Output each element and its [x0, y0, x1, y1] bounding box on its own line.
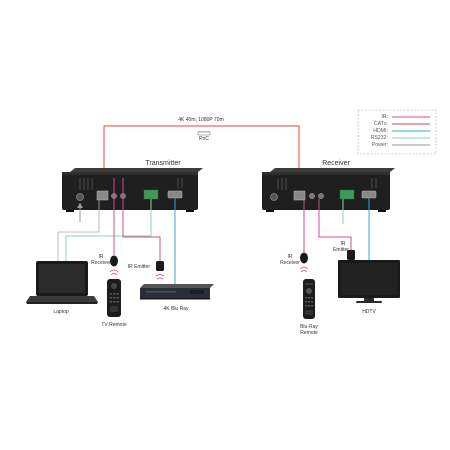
legend-item-catx: CATx:	[374, 121, 430, 127]
legend-item-rs232: RS232:	[371, 135, 430, 141]
poc-plug-icon	[197, 131, 211, 136]
tx-rs232-port	[143, 189, 159, 200]
catx-cable	[103, 125, 300, 174]
transmitter-title: Transmitter	[145, 160, 181, 167]
tx-rs232-cable	[65, 199, 152, 262]
bluray-remote-label: Blu-Ray	[300, 324, 318, 330]
rx-ir-emitter-cable	[318, 199, 352, 250]
hdtv-icon	[338, 260, 400, 303]
tv-remote-label: TV Remote	[101, 322, 127, 328]
rx-ir-in-port	[309, 193, 315, 199]
tx-ir-receiver-label: IR	[99, 254, 104, 260]
receiver-title: Receiver	[322, 160, 350, 167]
rx-ir-emitter-label-2: Emitter	[333, 247, 349, 253]
tx-ir-receiver-label-2: Receiver	[91, 260, 111, 266]
tx-hdmi-port	[167, 190, 183, 199]
laptop-label: Laptop	[53, 309, 69, 315]
legend-item-hdmi: HDMI:	[373, 128, 430, 134]
tx-ir-emitter-label: IR Emitter	[128, 264, 151, 270]
tx-rj45-port	[96, 190, 109, 201]
tx-ir-receiver-icon	[109, 255, 119, 276]
rx-rj45-port	[293, 190, 306, 201]
transmitter-unit	[62, 168, 203, 212]
rx-ir-receiver-label-2: Receiver	[280, 260, 300, 266]
hdtv-label: HDTV	[362, 309, 376, 315]
rx-ir-out-port	[318, 193, 324, 199]
receiver-unit	[262, 168, 395, 212]
cable-spec-label: 4K 40m, 1080P 70m	[178, 117, 224, 123]
svg-text:Power:: Power:	[372, 142, 388, 148]
bluray-remote-icon	[303, 279, 315, 319]
rx-ir-receiver-icon	[299, 252, 309, 273]
rx-hdmi-port	[361, 190, 377, 199]
legend-item-power: Power:	[372, 142, 430, 148]
bluray-remote-label-2: Remote	[300, 330, 318, 336]
rx-ir-receiver-label: IR	[288, 254, 293, 260]
legend: IR: CATx: HDMI: RS232: Power:	[357, 109, 437, 155]
tx-lan-cable	[57, 200, 100, 262]
tx-power-cable	[77, 203, 83, 222]
tx-power-port	[76, 193, 84, 201]
svg-text:CATx:: CATx:	[374, 121, 388, 127]
svg-text:RS232:: RS232:	[371, 135, 388, 141]
bluray-player-icon	[140, 284, 214, 300]
tv-remote-icon	[107, 279, 121, 317]
laptop-icon	[26, 261, 98, 304]
svg-text:HDMI:: HDMI:	[373, 128, 388, 134]
bluray-player-label: 4K Blu Ray	[163, 306, 189, 312]
poc-label: PoC	[199, 136, 209, 142]
legend-item-ir: IR:	[381, 114, 430, 120]
rx-power-port	[270, 193, 278, 201]
tx-ir-emitter-icon	[155, 261, 165, 280]
rx-rs232-port	[339, 189, 355, 200]
svg-text:IR:: IR:	[381, 114, 388, 120]
tx-ir-emitter-cable	[122, 178, 161, 262]
rx-ir-emitter-label: IR	[341, 241, 346, 247]
